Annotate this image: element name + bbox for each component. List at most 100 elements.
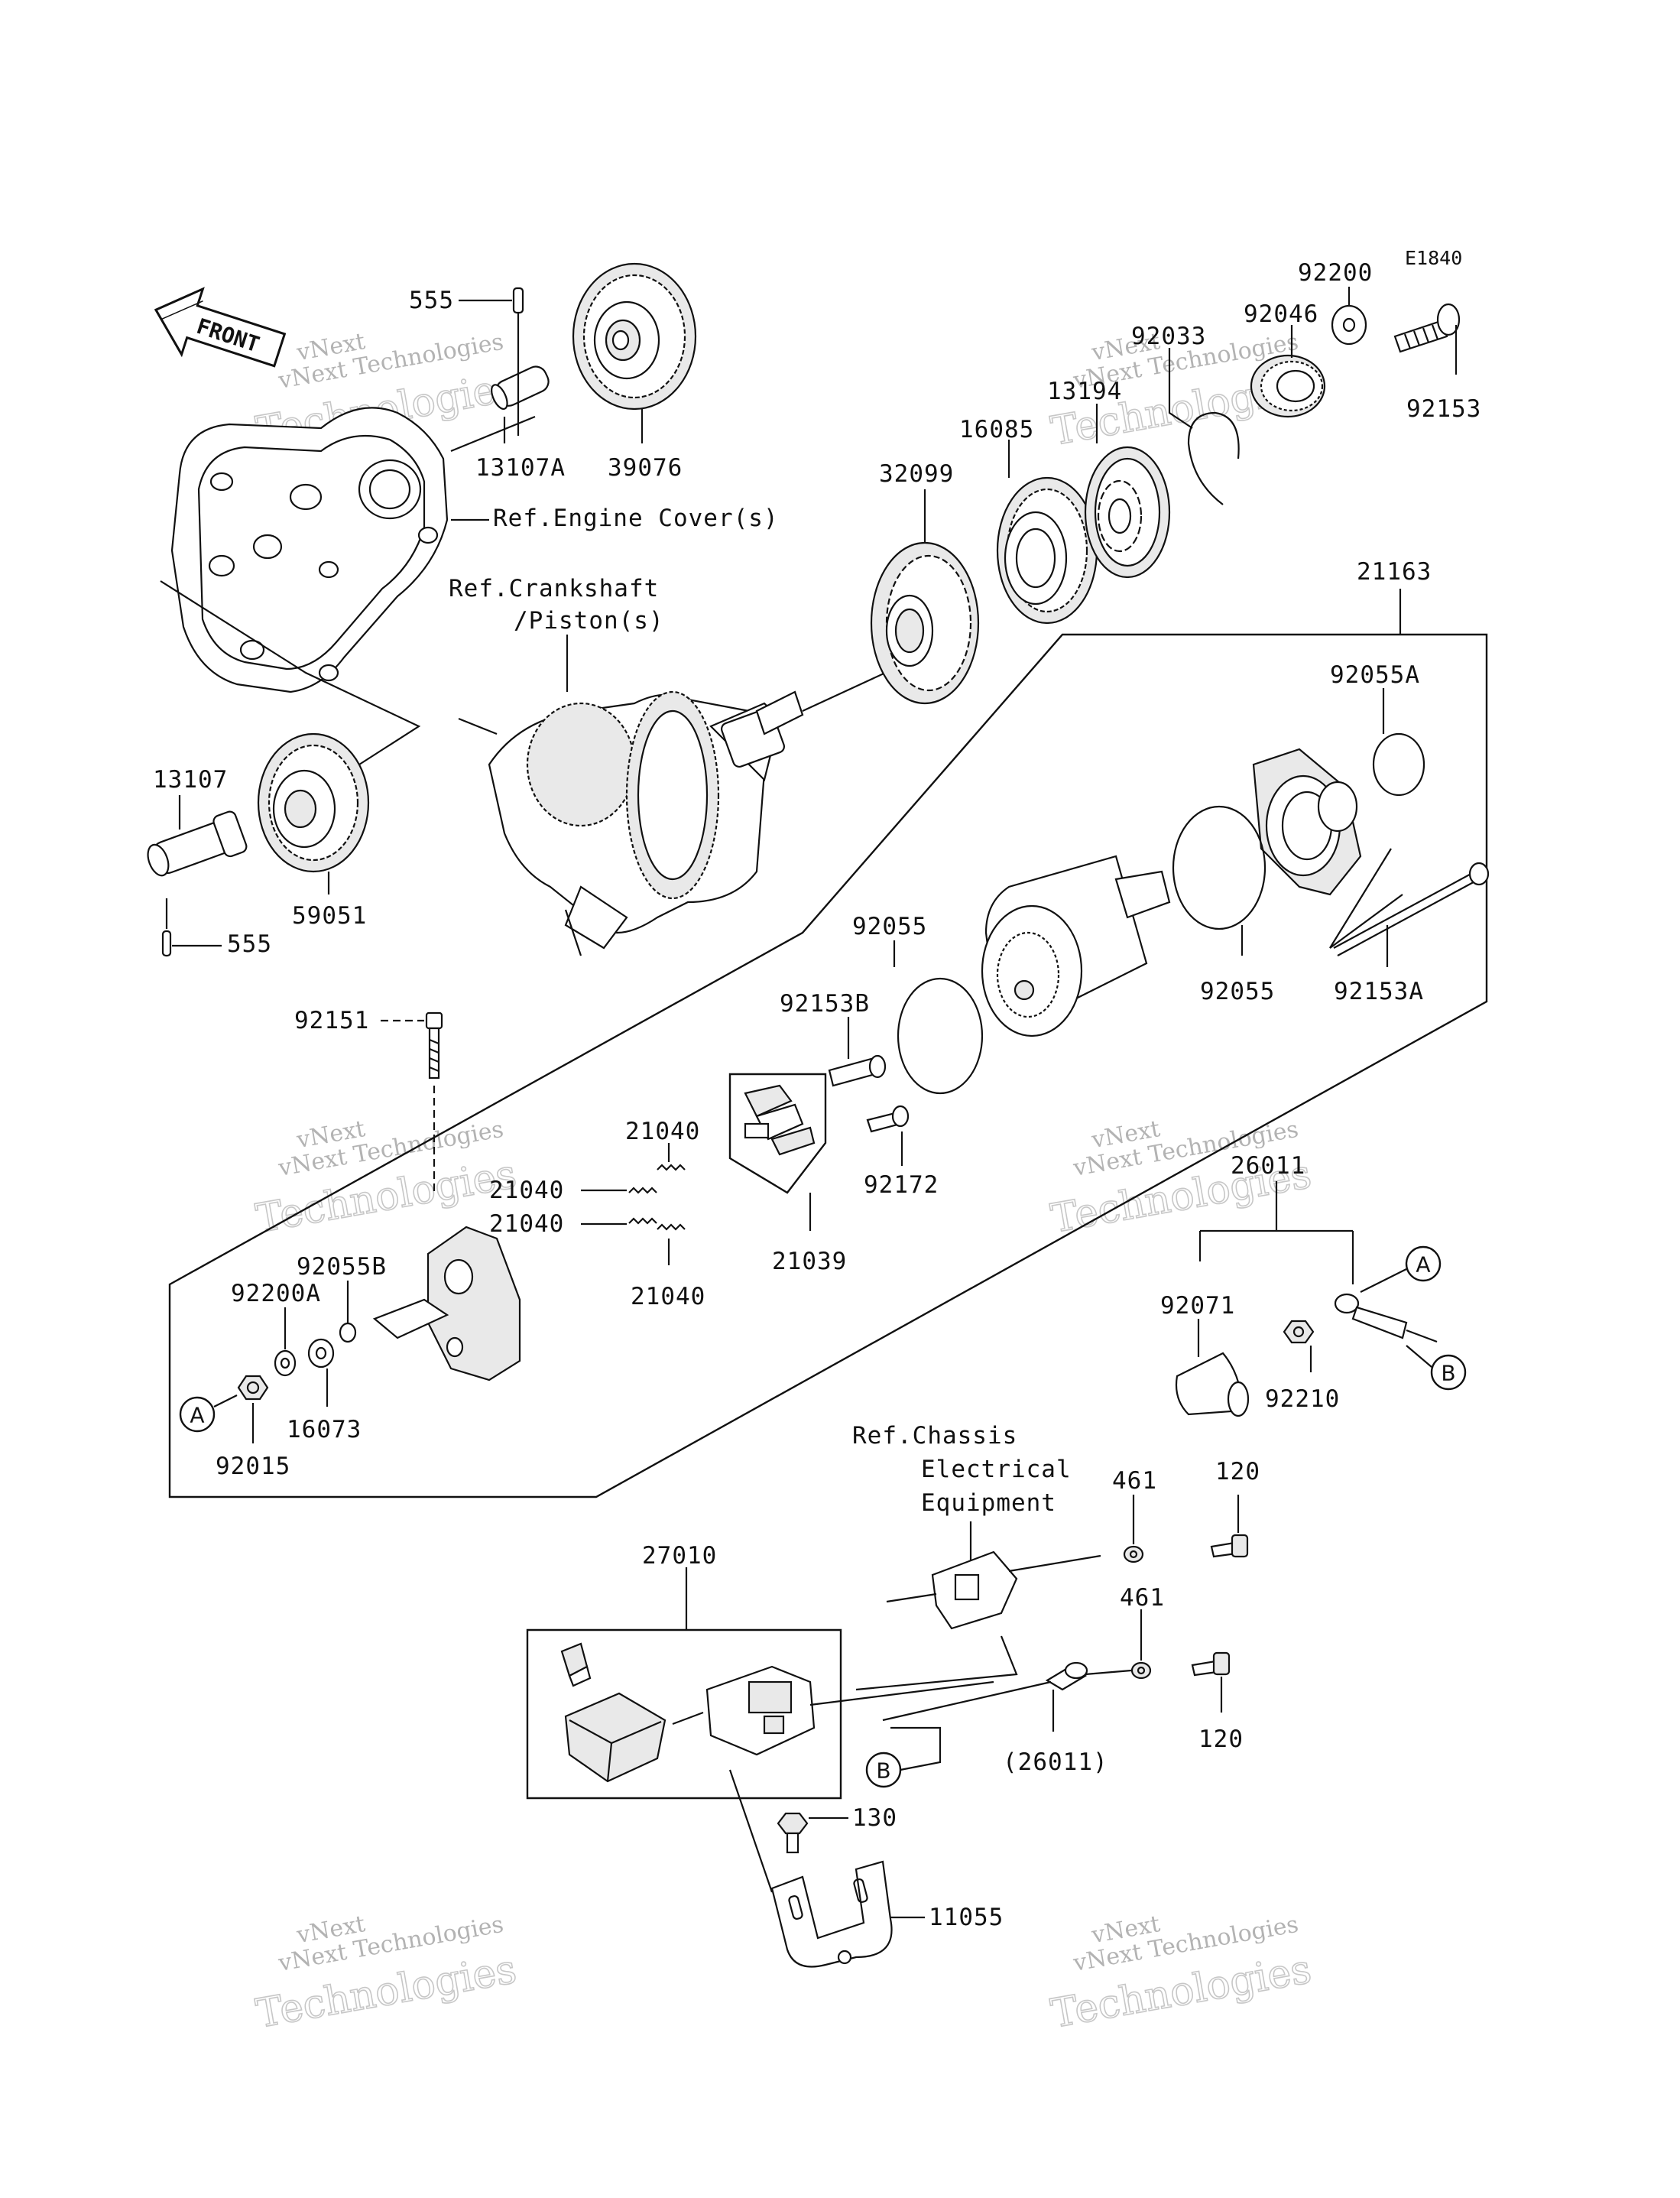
starter-yoke-icon	[981, 855, 1171, 1037]
bolt-120-bottom-icon	[1191, 1651, 1231, 1677]
label-92055-right: 92055	[1200, 978, 1275, 1005]
shaft-92153-icon	[1393, 303, 1461, 353]
ref-engine-cover: Ref.Engine Cover(s)	[493, 505, 779, 532]
leader-92153A-tri	[1329, 848, 1403, 949]
starter-relay-icon	[705, 1665, 994, 1756]
gear-39076-icon	[572, 262, 697, 411]
label-13107: 13107	[153, 766, 228, 794]
crankshaft-icon	[458, 690, 804, 956]
ref-b-letter-right: B	[1441, 1361, 1455, 1386]
label-92200: 92200	[1298, 259, 1373, 287]
watermark-bottom-right: vNext vNext Technologies Technologies	[1047, 1911, 1315, 2037]
gear-59051-icon	[257, 732, 370, 873]
label-92151: 92151	[294, 1007, 369, 1034]
leader-ref-b-right	[1406, 1345, 1432, 1368]
label-461-top: 461	[1112, 1467, 1157, 1495]
ref-crankshaft-line2: /Piston(s)	[514, 607, 664, 635]
bolt-92153A-icon	[1333, 862, 1490, 956]
pin-555-top-icon	[512, 287, 524, 314]
dowel-13107-icon	[147, 810, 248, 877]
washer-461-top-icon	[1123, 1545, 1144, 1563]
front-arrow-icon: FRONT	[154, 287, 287, 368]
label-92033: 92033	[1131, 323, 1206, 350]
label-92055B: 92055B	[297, 1253, 387, 1281]
end-cover-icon	[1252, 748, 1362, 896]
leader-92151	[381, 1019, 436, 1193]
label-555-top: 555	[409, 287, 454, 314]
label-13194: 13194	[1047, 378, 1122, 405]
label-461-bottom: 461	[1120, 1584, 1165, 1612]
label-21163: 21163	[1357, 558, 1432, 586]
screw-92153B-icon	[828, 1054, 887, 1087]
label-555-bottom: 555	[227, 930, 272, 958]
washer-461-bottom-icon	[1130, 1661, 1152, 1680]
label-92200A: 92200A	[231, 1280, 321, 1307]
relay-cover-icon	[564, 1692, 666, 1783]
spring-21040-c-icon	[628, 1217, 657, 1225]
relay-bracket-icon	[886, 1550, 1018, 1630]
brush-holder-21039-icon	[744, 1084, 816, 1156]
leader-92033	[1168, 348, 1193, 429]
washer-16073-icon	[307, 1338, 335, 1368]
fuse-icon	[560, 1642, 592, 1687]
watermark-bottom-left: vNext vNext Technologies Technologies	[252, 1911, 521, 2037]
label-92172: 92172	[864, 1171, 939, 1199]
label-92015: 92015	[216, 1453, 290, 1480]
label-39076: 39076	[608, 454, 683, 482]
label-13107A: 13107A	[475, 454, 566, 482]
starter-motor-frame	[168, 633, 1488, 1498]
oring-92055-left-icon	[897, 977, 984, 1095]
leader-cover-to-59051	[160, 580, 421, 765]
ref-b-letter-bottom: B	[876, 1758, 890, 1784]
screw-92172-icon	[866, 1105, 910, 1133]
label-16073: 16073	[287, 1416, 362, 1443]
ref-chassis-line3: Equipment	[921, 1489, 1056, 1517]
leader-26011	[1198, 1181, 1354, 1284]
washer-92200-icon	[1331, 304, 1367, 346]
clutch-13194-icon	[1084, 446, 1171, 579]
leader-ref-b-bottom	[890, 1726, 942, 1771]
front-cover-icon	[372, 1226, 521, 1381]
ref-crankshaft-line1: Ref.Crankshaft	[449, 575, 659, 602]
nut-92210-icon	[1283, 1320, 1315, 1344]
ref-b-circle-right	[1430, 1354, 1467, 1391]
bearing-92046-icon	[1250, 354, 1326, 418]
label-26011-paren: (26011)	[1003, 1748, 1108, 1776]
gear-16085-icon	[996, 476, 1098, 625]
label-16085: 16085	[959, 416, 1034, 443]
label-120-bottom: 120	[1198, 1726, 1244, 1753]
pin-555-bottom-icon	[161, 930, 172, 957]
oring-92055A-icon	[1372, 732, 1425, 797]
oring-92055-right-icon	[1172, 805, 1266, 930]
label-21040-d: 21040	[631, 1283, 705, 1310]
cable-26011-icon	[882, 1661, 1132, 1722]
leader-ref-a-right	[1360, 1268, 1407, 1293]
leader-555-bottom	[165, 898, 222, 947]
bracket-11055-icon	[770, 1860, 893, 1968]
ref-a-circle-left	[179, 1396, 216, 1433]
label-120-top: 120	[1215, 1458, 1260, 1485]
ref-a-letter-right: A	[1416, 1252, 1430, 1278]
label-92153: 92153	[1406, 395, 1481, 423]
label-130: 130	[852, 1804, 897, 1832]
label-92153A: 92153A	[1334, 978, 1424, 1005]
relay-frame	[526, 1628, 842, 1800]
ref-a-letter-left: A	[190, 1403, 204, 1428]
leader-relay-to-461	[1008, 1554, 1101, 1573]
label-21040-c: 21040	[489, 1210, 564, 1238]
label-27010: 27010	[642, 1542, 717, 1570]
label-26011: 26011	[1231, 1152, 1305, 1180]
gear-32099-icon	[870, 541, 980, 705]
boot-92071-icon	[1175, 1352, 1250, 1417]
label-92046: 92046	[1244, 300, 1318, 328]
label-21040-a: 21040	[489, 1177, 564, 1204]
spring-21040-d-icon	[657, 1223, 686, 1231]
label-92055A: 92055A	[1330, 661, 1420, 689]
spring-21040-a-icon	[628, 1187, 657, 1194]
bolt-120-top-icon	[1210, 1534, 1249, 1558]
bolt-92151-icon	[425, 1011, 443, 1080]
label-92071: 92071	[1160, 1292, 1235, 1320]
brush-holder-frame	[728, 1073, 827, 1194]
dowel-13107A-icon	[491, 365, 550, 410]
spring-21040-b-icon	[657, 1164, 686, 1171]
